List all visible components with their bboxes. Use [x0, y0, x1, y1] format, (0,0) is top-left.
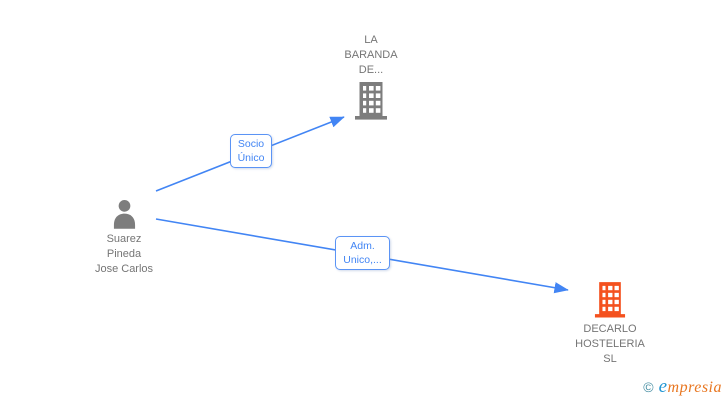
- node-la-baranda-label: LA BARANDA DE...: [344, 34, 398, 76]
- copyright-icon: ©: [643, 379, 654, 395]
- node-person-label: Suarez Pineda Jose Carlos: [94, 233, 154, 275]
- node-decarlo-label: DECARLO HOSTELERIA SL: [575, 323, 645, 365]
- node-person[interactable]: Suarez Pineda Jose Carlos: [64, 198, 184, 277]
- empresia-logo[interactable]: © empresia: [643, 376, 722, 397]
- building-icon: [594, 282, 626, 318]
- brand-rest: mpresia: [667, 379, 722, 396]
- edge-label-adm-unico[interactable]: Adm. Unico,...: [335, 236, 390, 270]
- person-icon: [111, 198, 138, 229]
- brand-initial: e: [658, 376, 668, 397]
- edge-label-socio-unico[interactable]: Socio Único: [230, 134, 272, 168]
- node-la-baranda[interactable]: LA BARANDA DE...: [311, 33, 431, 120]
- brand-wordmark: empresia: [658, 376, 722, 397]
- building-icon: [354, 82, 388, 120]
- node-decarlo-hosteleria[interactable]: DECARLO HOSTELERIA SL: [550, 282, 670, 367]
